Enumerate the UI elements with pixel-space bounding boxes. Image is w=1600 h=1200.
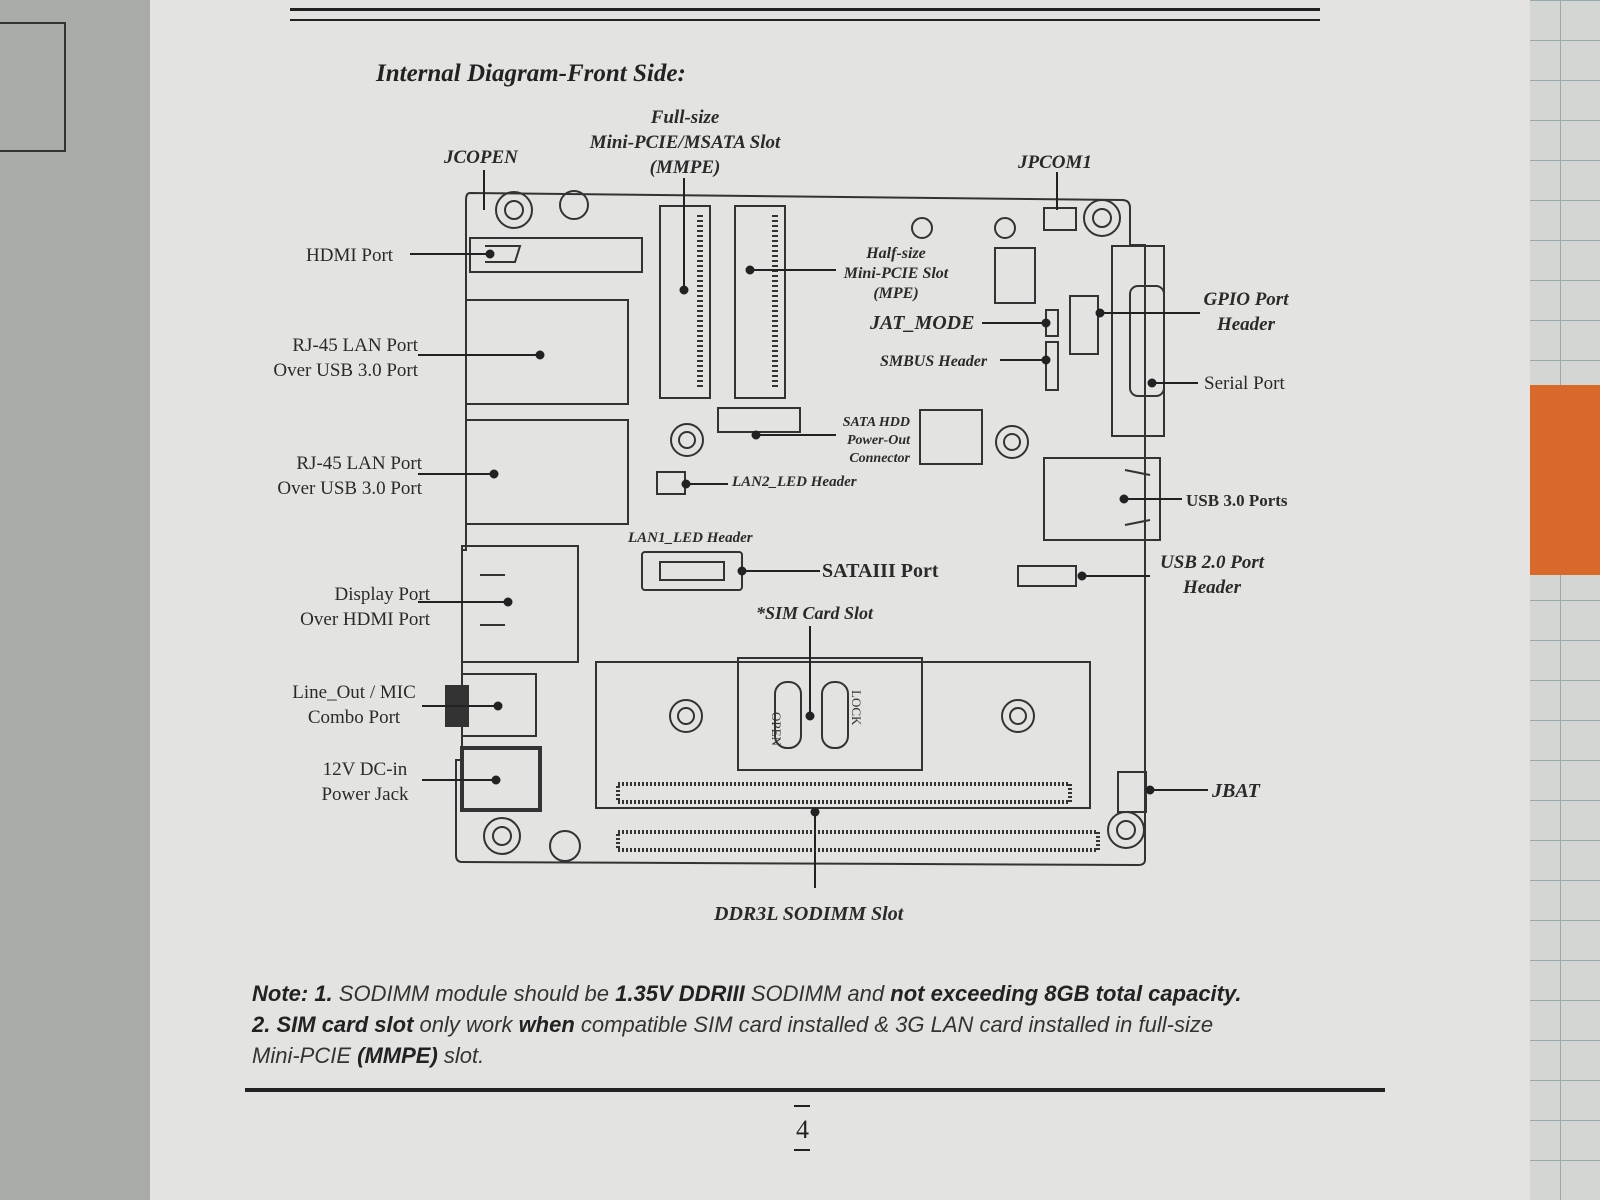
label-smbus-header: SMBUS Header [880, 353, 988, 370]
bottom-rule [245, 1088, 1385, 1092]
jbat-header [1117, 771, 1147, 813]
label-rj45-2: RJ-45 LAN Port Over USB 3.0 Port [277, 453, 422, 499]
usb20-header [1017, 565, 1077, 587]
label-jcopen: JCOPEN [444, 147, 518, 168]
label-jat-mode: JAT_MODE [870, 312, 975, 334]
label-lan1-led: LAN1_LED Header [628, 530, 753, 546]
background-object [0, 22, 66, 152]
label-jbat: JBAT [1212, 780, 1260, 802]
label-lan2-led: LAN2_LED Header [732, 474, 857, 490]
label-full-size-slot: Full-size Mini-PCIE/MSATA Slot (MMPE) [589, 107, 781, 178]
note-line-3: Mini-PCIE (MMPE) slot. [252, 1043, 485, 1068]
label-half-size-slot: Half-size Mini-PCIE Slot (MPE) [843, 245, 949, 302]
label-gpio-header: GPIO Port Header [1203, 289, 1289, 335]
sim-lock-label: LOCK [849, 690, 864, 726]
background-orange-object [1520, 385, 1600, 575]
jpcom1-header [1043, 207, 1077, 231]
sim-slot [737, 657, 923, 771]
mpe-slot [734, 205, 786, 399]
rj45-block-1 [465, 299, 629, 405]
label-jpcom1: JPCOM1 [1018, 152, 1092, 173]
dp-connector [461, 545, 579, 663]
label-usb20-header: USB 2.0 Port Header [1160, 552, 1264, 598]
board-outline [455, 191, 1146, 867]
sodimm-slot [595, 661, 1091, 809]
label-sataiii-port: SATAIII Port [822, 560, 939, 582]
sataiii-connector [641, 551, 743, 591]
label-serial-port: Serial Port [1204, 373, 1285, 394]
label-dc-in: 12V DC-in Power Jack [321, 759, 409, 805]
sata-power-connector [717, 407, 801, 433]
diagram-title: Internal Diagram-Front Side: [376, 60, 686, 87]
label-sata-hdd-power: SATA HDD Power-Out Connector [842, 415, 910, 466]
label-usb30-ports: USB 3.0 Ports [1186, 491, 1288, 510]
serial-connector [1111, 245, 1165, 437]
page-number: 4 [794, 1105, 810, 1151]
manual-page [150, 0, 1530, 1200]
label-sim-card-slot: *SIM Card Slot [756, 603, 874, 623]
note-line-1: Note: 1. SODIMM module should be 1.35V D… [252, 981, 1242, 1006]
notes-block: Note: 1. SODIMM module should be 1.35V D… [252, 978, 1392, 1071]
background-desk-left [0, 0, 150, 1200]
label-ddr3l-slot: DDR3L SODIMM Slot [714, 903, 904, 925]
note-line-2: 2. SIM card slot only work when compatib… [252, 1012, 1214, 1037]
chip-top [994, 247, 1036, 304]
label-lineout: Line_Out / MIC Combo Port [292, 682, 416, 728]
gpio-header [1069, 295, 1099, 355]
rj45-block-2 [465, 419, 629, 525]
label-hdmi-port: HDMI Port [306, 245, 394, 266]
lan-led-header [656, 471, 686, 495]
top-rule [290, 8, 1320, 21]
label-display-port: Display Port Over HDMI Port [300, 584, 430, 630]
chip-mid [919, 409, 983, 465]
smbus-header [1045, 341, 1059, 391]
label-rj45-1: RJ-45 LAN Port Over USB 3.0 Port [273, 335, 418, 381]
sim-open-label: OPEN [769, 712, 784, 747]
hdmi-connector [469, 237, 643, 273]
